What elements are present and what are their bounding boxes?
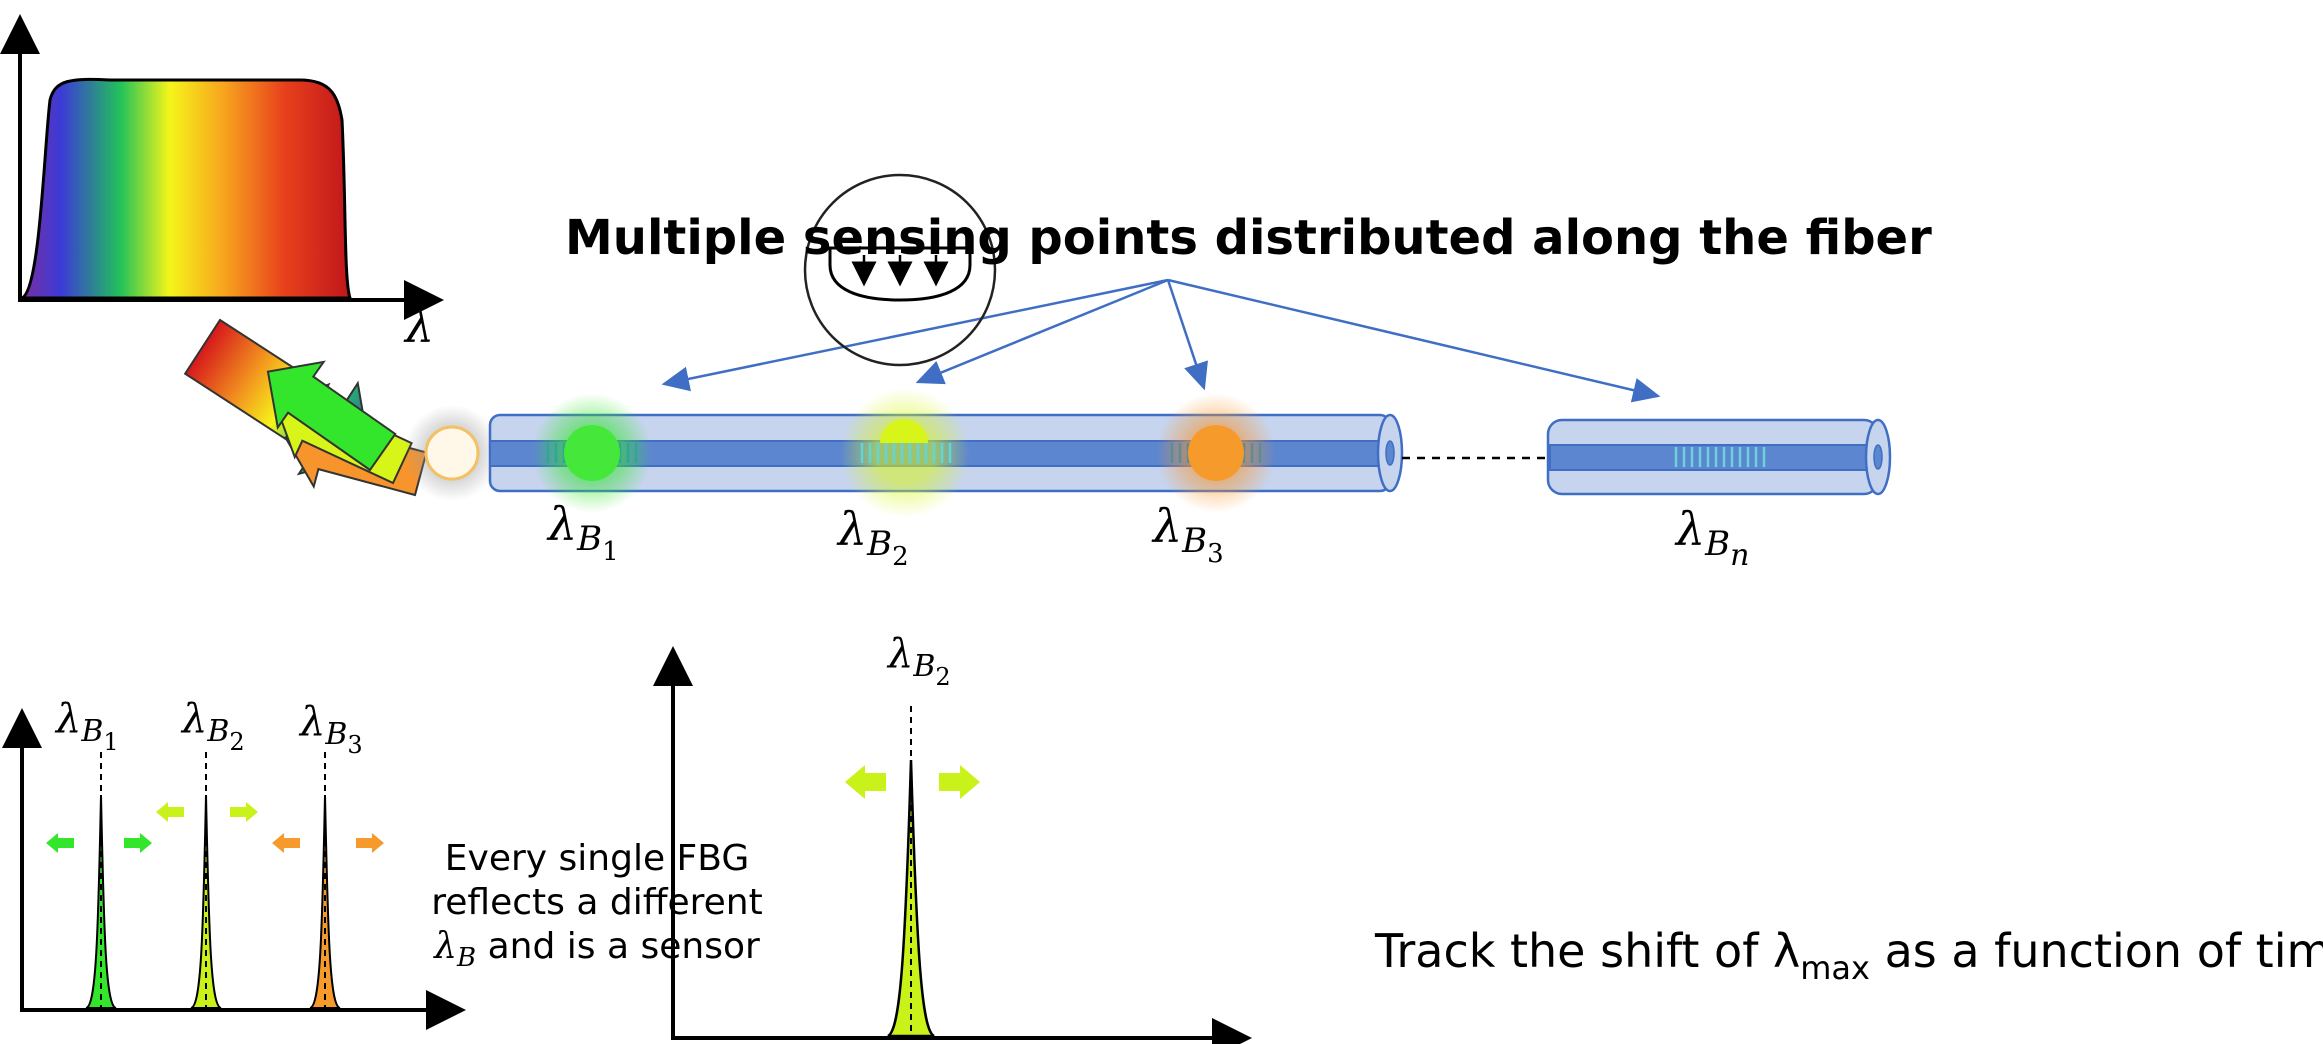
caption-line-1: Every single FBG [445,838,749,879]
grating-label-3: λB3 [1151,499,1224,569]
caption-line-2: reflects a different [431,882,763,923]
reflected-peak-label-3: λB3 [298,699,363,759]
strain-inset [803,173,997,367]
grating-label-2: λB2 [836,502,909,572]
grating-label-n: λBn [1674,502,1749,573]
fiber-n-core [1549,444,1879,471]
reflected-light-arrows [266,360,428,497]
reflected-peak-label-2: λB2 [180,696,245,756]
reflected-peak-3 [309,752,341,1009]
strain-inset-plate [828,246,972,302]
grating-3 [1156,393,1276,513]
reflected-spectrum-plot: λB1 λB2 λB3 [1,696,466,1030]
grating-label-1: λB1 [546,497,619,567]
svg-text:λB1: λB1 [546,497,619,567]
svg-text:λB2: λB2 [836,502,909,572]
source-spectrum-plot: λ [0,14,444,353]
track-shift-text: Track the shift of λmax as a function of… [1374,924,2323,987]
fbg-caption: Every single FBG reflects a different λB… [431,838,763,973]
zoom-peak-label: λB2 [886,631,951,691]
caption-line-3: λB and is a sensor [432,926,760,973]
peak-shift-arrows-3 [272,833,384,853]
reflected-peak-label-1: λB1 [54,696,119,756]
reflected-peak-2 [190,752,222,1009]
zoom-peak-plot: λB2 [653,631,1252,1044]
zoom-shift-arrows [845,765,980,799]
strain-inset-circle [803,173,997,367]
reflected-peak-labels: λB1 λB2 λB3 [54,696,363,759]
reflected-arrow-green [266,360,397,472]
grating-n [1674,447,1766,467]
svg-text:λBn: λBn [1674,502,1749,573]
fiber-input-face [424,425,480,481]
svg-text:λB3: λB3 [1151,499,1224,569]
grating-1 [532,393,652,513]
peak-shift-arrows-1 [46,833,152,853]
source-axis-label: λ [403,299,434,353]
strain-force-arrows [851,255,949,287]
fiber-n-end-core [1873,444,1883,470]
sensing-point-pointers [661,278,1661,403]
reflected-peak-1 [85,752,117,1009]
fiber-end-core [1385,440,1395,466]
grating-2 [840,388,970,518]
broadband-spectrum [21,77,353,300]
diagram-title: Multiple sensing points distributed alon… [565,210,1932,266]
optical-fiber-segment-n [1546,418,1892,496]
peak-shift-arrows-2 [156,802,258,822]
